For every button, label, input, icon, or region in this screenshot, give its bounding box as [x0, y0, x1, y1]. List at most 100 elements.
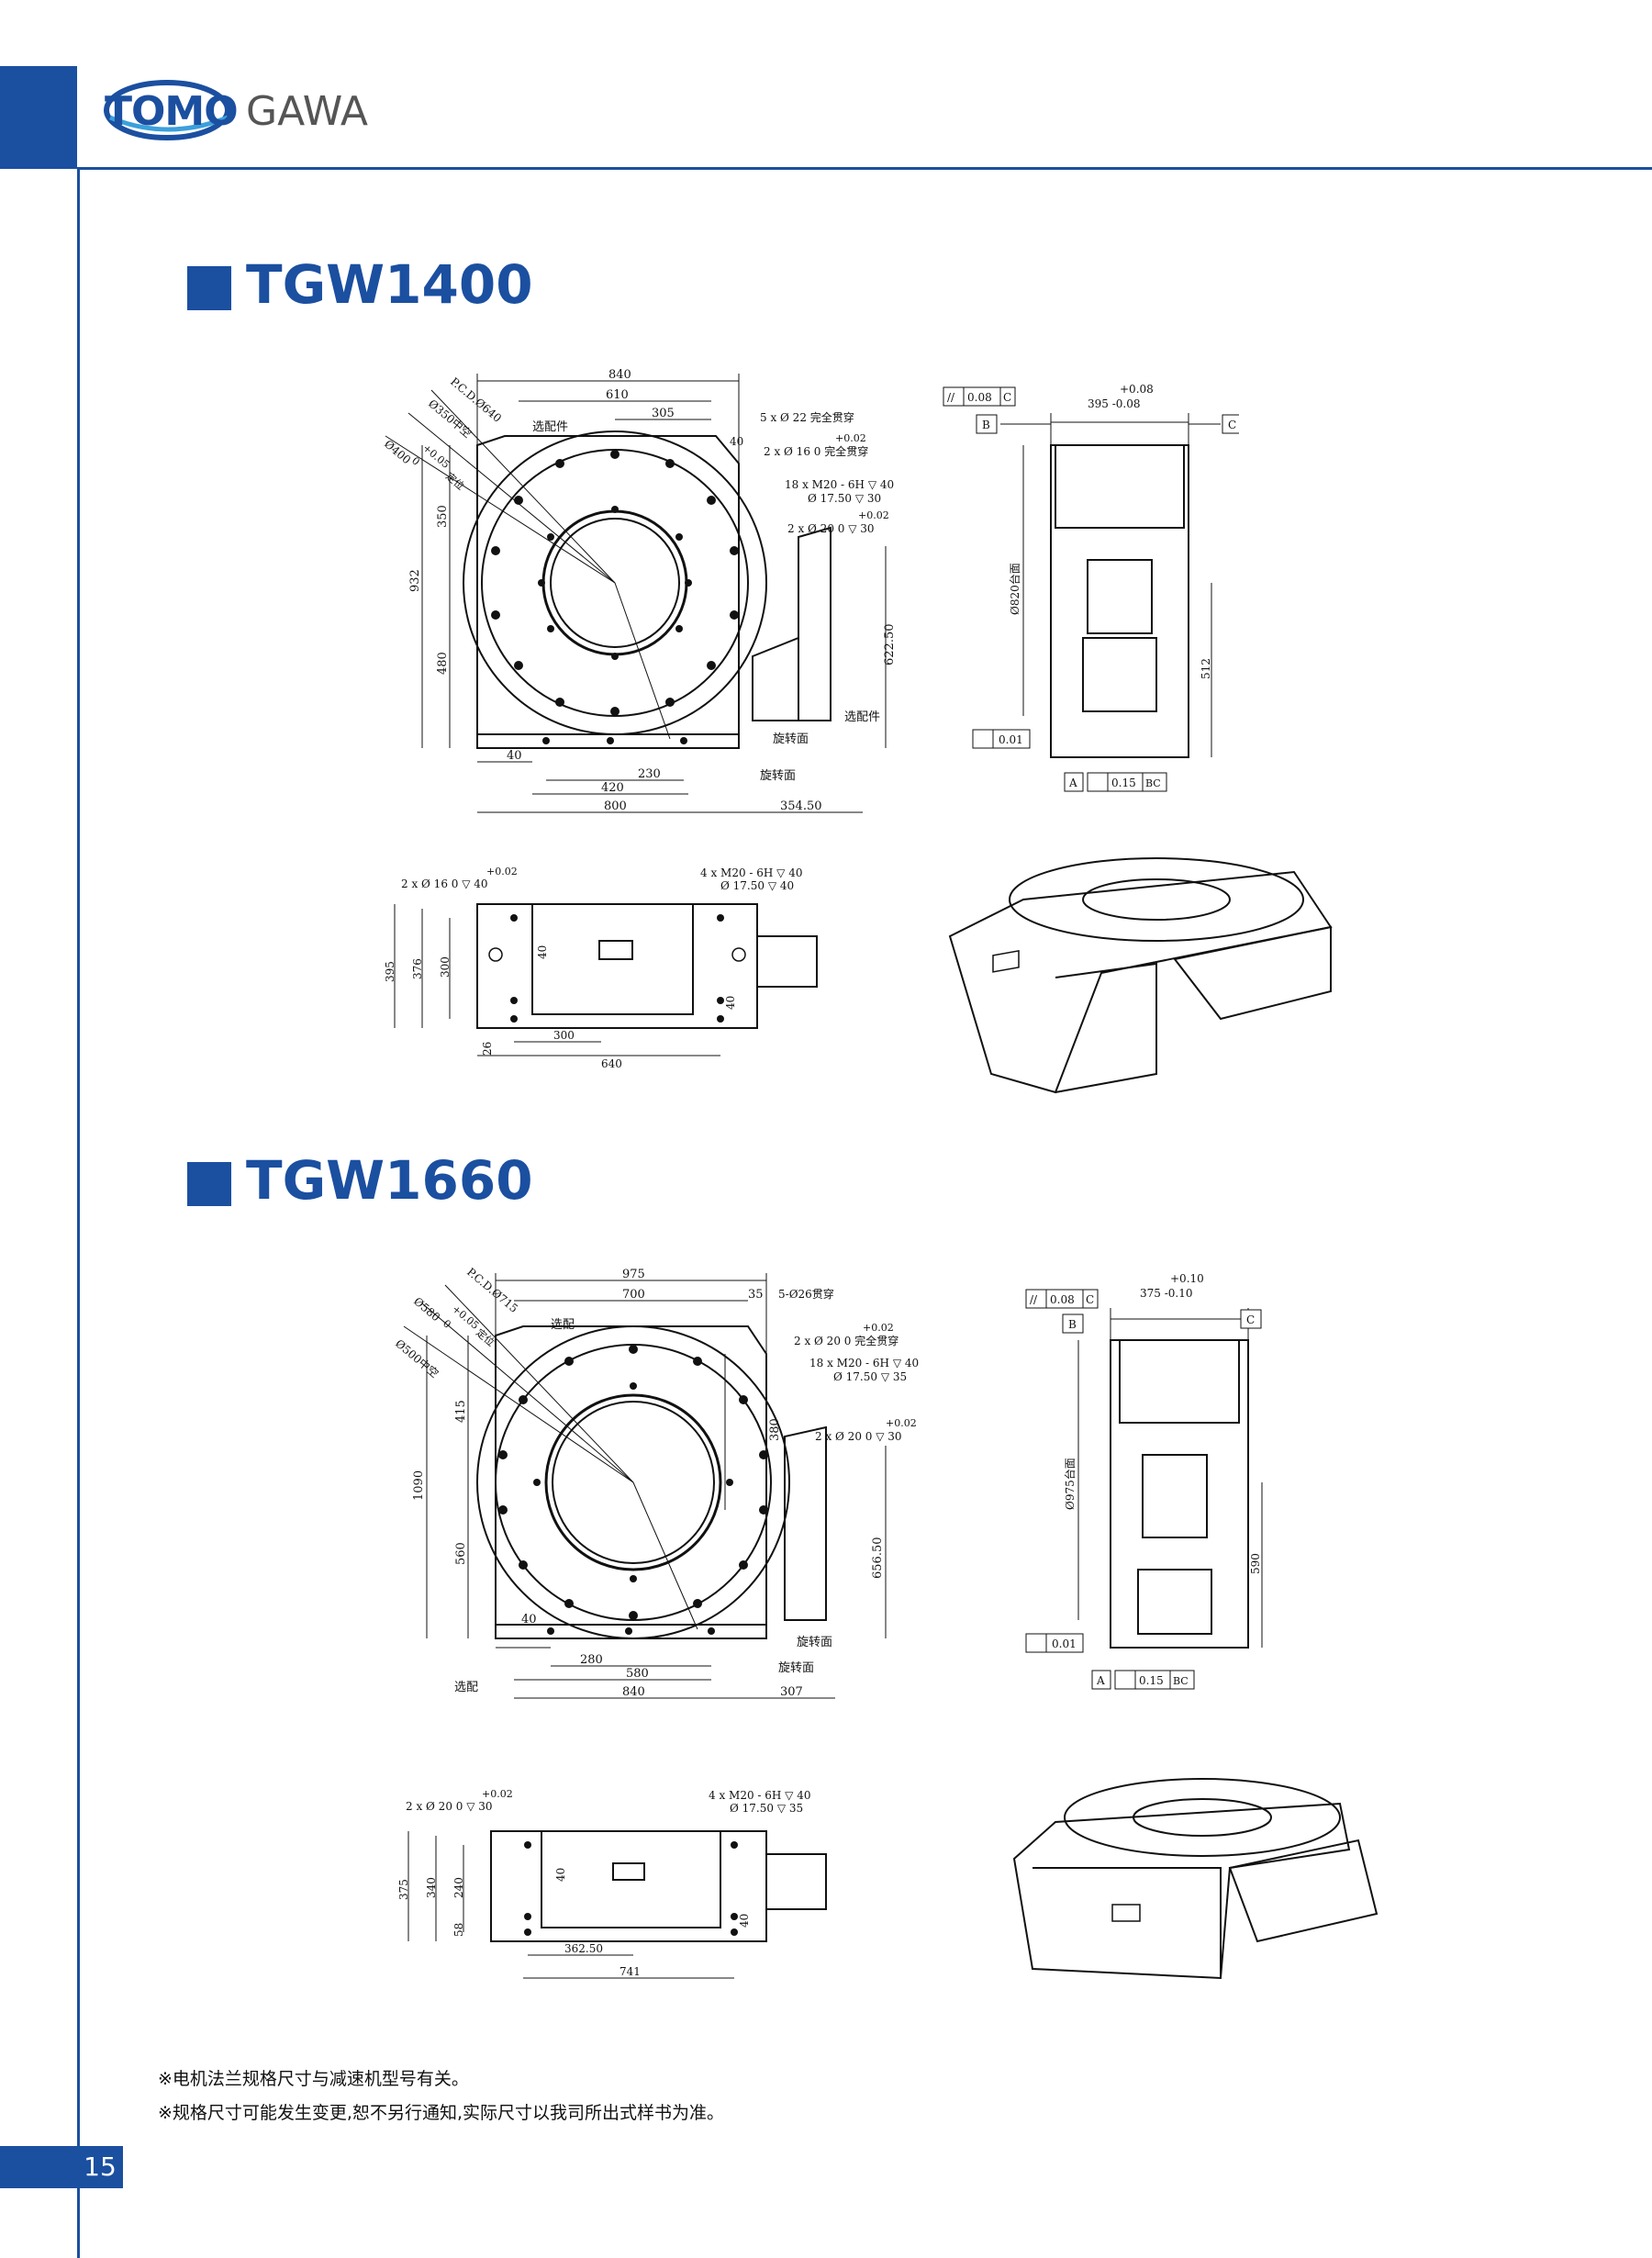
hole-spec-3b: Ø 17.50 ▽ 35: [833, 1370, 907, 1383]
tgw1660-isometric-view: [1012, 1778, 1379, 1980]
hole-spec-2: 2 x Ø 20 0 完全贯穿: [794, 1334, 899, 1347]
dim-26: 26: [481, 1042, 494, 1056]
dim-40b: 40: [724, 996, 737, 1010]
gdt-perp-value: 0.15: [1139, 1674, 1164, 1687]
dim-512: 512: [1200, 658, 1212, 679]
tgw1660-front-view: +0.02 2 x Ø 20 0 ▽ 30 4 x M20 - 6H ▽ 40 …: [397, 1788, 827, 1979]
datum-a: A: [1096, 1674, 1105, 1687]
dim-b840: 840: [622, 1685, 645, 1699]
tgw1400-top-view: 840 610 305 40 P.C.D.Ø640 Ø350中空 Ø400 +0…: [382, 368, 897, 813]
dim-40a: 40: [536, 945, 549, 959]
hole-spec-3a: 18 x M20 - 6H ▽ 40: [809, 1357, 919, 1369]
tgw1400-side-view: // 0.08 C B C +0.08 395 -0.08 Ø820台面 512…: [943, 383, 1239, 792]
datum-b: B: [1068, 1318, 1077, 1331]
tgw1400-isometric-view: [948, 857, 1333, 1094]
dim-610: 610: [606, 388, 629, 402]
gdt-flatness-value: 0.01: [999, 733, 1023, 746]
hole-spec-b1: 4 x M20 - 6H ▽ 40: [709, 1789, 811, 1802]
logo-gawa: GAWA: [246, 88, 368, 135]
dim-305: 305: [652, 407, 675, 420]
tgw1660-top-view: 975 700 35 5-Ø26贯穿 P.C.D.Ø715 Ø580 +0.05…: [393, 1266, 919, 1699]
dim-590: 590: [1249, 1553, 1262, 1574]
dim-b300: 300: [553, 1029, 575, 1042]
datum-b: B: [982, 419, 990, 431]
dim-b40: 40: [507, 749, 522, 763]
label-xuanzhuan1: 旋转面: [773, 732, 809, 746]
gdt-parallel: //: [1030, 1293, 1038, 1306]
hole-tol-2: +0.02: [835, 432, 866, 444]
hole-tol-4: +0.02: [858, 509, 889, 521]
page-number-bar: [0, 2146, 77, 2188]
section-title-tgw1400: TGW1400: [246, 253, 533, 316]
dim-40b: 40: [738, 1914, 751, 1928]
side-rule: [77, 169, 80, 2258]
logo-tomo: TOMO: [105, 88, 239, 135]
dim-b580: 580: [626, 1667, 649, 1681]
section-title-tgw1660: TGW1660: [246, 1149, 533, 1212]
dim-tol: +0.05: [420, 442, 452, 471]
footnote-2: ※规格尺寸可能发生变更,恕不另行通知,实际尺寸以我司所出式样书为准。: [158, 2103, 725, 2123]
dim-932: 932: [408, 569, 422, 592]
hole-spec-3a: 18 x M20 - 6H ▽ 40: [785, 478, 894, 491]
dim-415: 415: [454, 1400, 468, 1423]
dim-tol: +0.02: [482, 1788, 513, 1800]
dim-240: 240: [452, 1877, 465, 1898]
section-marker: [187, 1162, 231, 1206]
dim-dingwei: 定位: [443, 470, 467, 493]
gdt-parallel-value: 0.08: [967, 391, 992, 404]
gdt-flatness-value: 0.01: [1052, 1638, 1077, 1650]
gdt-perp-ref: BC: [1145, 777, 1161, 789]
datum-c: C: [1228, 419, 1236, 431]
hole-spec-2: 2 x Ø 16 0 完全贯穿: [764, 444, 868, 458]
dim-375: 375: [397, 1879, 410, 1900]
dim-b362: 362.50: [564, 1942, 603, 1955]
dim-480: 480: [436, 652, 450, 675]
dim-40: 40: [554, 1868, 567, 1882]
dim-395: 395: [384, 961, 396, 982]
dim-35: 35: [748, 1288, 764, 1302]
gdt-parallel-ref: C: [1003, 391, 1011, 404]
gdt-parallel-ref: C: [1086, 1293, 1094, 1306]
hole-spec-b2: Ø 17.50 ▽ 35: [730, 1802, 803, 1815]
dim-656: 656.50: [871, 1537, 885, 1580]
hole-spec-4: 2 x Ø 20 0 ▽ 30: [815, 1430, 902, 1443]
dim-700: 700: [622, 1288, 645, 1302]
hole-spec-a: 2 x Ø 20 0 ▽ 30: [406, 1800, 493, 1813]
dim-tol-plus: +0.10: [1170, 1272, 1204, 1285]
gdt-perp-value: 0.15: [1111, 777, 1136, 789]
hole-spec-1: 5-Ø26贯穿: [778, 1287, 834, 1301]
label-xuanzhuan2: 旋转面: [778, 1661, 814, 1675]
dim-d820: Ø820台面: [1008, 563, 1021, 615]
dim-d975: Ø975台面: [1063, 1458, 1077, 1510]
dim-58: 58: [452, 1923, 465, 1937]
gdt-perp-ref: BC: [1173, 1675, 1189, 1687]
datum-c: C: [1246, 1313, 1255, 1326]
label-xuanzhuan1: 旋转面: [797, 1636, 832, 1649]
gdt-parallel-value: 0.08: [1050, 1293, 1075, 1306]
label-xuanzhuan2: 旋转面: [760, 769, 796, 783]
tgw1400-front-view: +0.02 2 x Ø 16 0 ▽ 40 4 x M20 - 6H ▽ 40 …: [384, 866, 818, 1069]
brand-color-block: [0, 66, 77, 169]
hole-spec-a: 2 x Ø 16 0 ▽ 40: [401, 877, 488, 890]
dim-b280: 280: [580, 1653, 603, 1667]
hole-spec-4: 2 x Ø 20 0 ▽ 30: [787, 522, 875, 535]
dim-40: 40: [730, 435, 743, 448]
dim-b40: 40: [521, 1613, 537, 1626]
dim-d400: Ø400: [382, 438, 413, 467]
dim-376: 376: [411, 958, 424, 979]
dim-1090: 1090: [412, 1470, 426, 1501]
dim-b354: 354.50: [780, 799, 822, 813]
dim-b800: 800: [604, 799, 627, 813]
page-number: 15: [77, 2146, 123, 2188]
dim-395: 395 -0.08: [1088, 397, 1141, 410]
dim-tol-plus: +0.08: [1120, 383, 1154, 396]
label-xuanpei2: 选配: [454, 1681, 478, 1694]
dim-b640: 640: [601, 1057, 622, 1069]
dim-b307: 307: [780, 1685, 803, 1699]
dim-dingwei: 定位: [474, 1326, 497, 1349]
dim-300: 300: [439, 956, 452, 978]
label-xuanpei: 选配件: [532, 420, 568, 434]
footnote-1: ※电机法兰规格尺寸与减速机型号有关。: [158, 2069, 469, 2089]
dim-pcd: P.C.D.Ø715: [464, 1266, 520, 1315]
datum-a: A: [1068, 777, 1077, 789]
